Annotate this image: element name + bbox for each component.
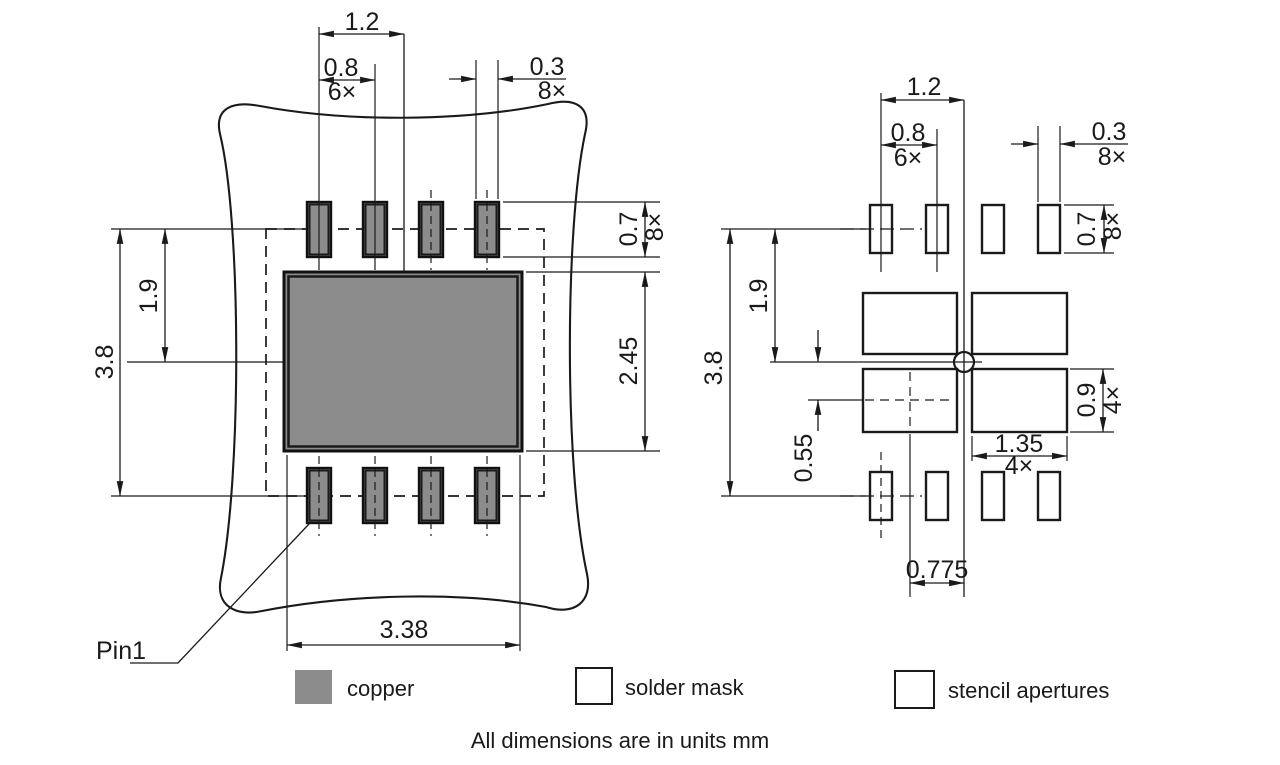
dim-qty-label: 4× <box>1005 452 1034 480</box>
dim-label: 1.9 <box>135 279 163 314</box>
dim-left-overall-height: 3.8 <box>91 228 305 497</box>
dim-qty-label: 8× <box>538 77 567 105</box>
dim-label: 0.7 <box>615 212 643 247</box>
legend: copper solder mask stencil apertures <box>295 667 1109 709</box>
stencil-apertures-top <box>840 203 1062 255</box>
stencil-aperture <box>980 470 1006 522</box>
dim-right-group-width: 1.2 <box>880 73 965 272</box>
stencil-aperture <box>861 291 959 356</box>
pin1-label: Pin1 <box>96 637 146 665</box>
dim-qty-label: 8× <box>1098 143 1127 171</box>
dim-label: 0.9 <box>1073 383 1101 418</box>
thermal-apertures <box>861 291 1069 434</box>
legend-item-copper: copper <box>295 670 414 704</box>
stencil-view: 1.2 0.8 6× 0.3 8× 0.7 8× <box>700 73 1128 597</box>
dim-left-group-width: 1.2 <box>318 8 405 270</box>
dim-label: 0.3 <box>530 53 565 81</box>
dim-label: 0.7 <box>1073 212 1101 247</box>
dim-qty-label: 8× <box>641 213 669 242</box>
dim-qty-label: 6× <box>328 78 357 106</box>
solder-mask-region <box>217 100 590 614</box>
dim-right-overall-height: 3.8 <box>700 228 866 497</box>
dim-label: 1.2 <box>345 8 380 36</box>
dim-left-copper-width: 3.38 <box>286 455 521 651</box>
dim-right-pitch: 0.8 6× <box>880 119 938 272</box>
dim-label: 2.45 <box>615 337 643 386</box>
dim-label: 3.38 <box>380 616 429 644</box>
dim-label: 1.9 <box>745 279 773 314</box>
dim-left-copper-height: 2.45 <box>526 271 660 452</box>
dim-label: 1.2 <box>907 73 942 101</box>
legend-label: copper <box>347 676 414 701</box>
stencil-aperture <box>1036 470 1062 522</box>
stencil-aperture <box>861 367 959 434</box>
dim-qty-label: 6× <box>894 144 923 172</box>
dim-left-pad-height: 0.7 8× <box>503 201 669 258</box>
dim-right-thermal-col-offset: 0.775 <box>906 434 969 597</box>
dim-left-pitch: 0.8 6× <box>318 54 376 270</box>
stencil-aperture <box>924 470 950 522</box>
stencil-aperture <box>1036 203 1062 255</box>
dim-label: 0.8 <box>891 119 926 147</box>
dim-right-aperture-height: 0.7 8× <box>1064 204 1127 254</box>
thermal-copper-pad <box>282 270 524 453</box>
stencil-aperture <box>980 203 1006 255</box>
dim-right-aperture-width: 0.3 8× <box>1011 118 1128 202</box>
legend-label: stencil apertures <box>948 678 1109 703</box>
dim-label: 3.8 <box>700 351 728 386</box>
legend-item-solder-mask: solder mask <box>575 667 745 705</box>
dim-label: 0.775 <box>906 556 969 584</box>
legend-label: solder mask <box>625 675 745 700</box>
dim-left-pad-width: 0.3 8× <box>449 53 566 199</box>
dim-qty-label: 8× <box>1099 212 1127 241</box>
dim-label: 1.35 <box>995 430 1044 458</box>
pin1-callout: Pin1 <box>96 523 310 665</box>
stencil-apertures-swatch <box>894 670 935 709</box>
units-note: All dimensions are in units mm <box>471 728 769 753</box>
dim-label: 0.3 <box>1092 118 1127 146</box>
center-mark <box>770 100 982 597</box>
copper-solder-mask-view: 1.2 0.8 6× 0.3 8× 3.8 1.9 <box>91 8 669 665</box>
stencil-aperture <box>970 291 1069 356</box>
dim-left-row-to-center: 1.9 <box>135 228 169 363</box>
solder-mask-swatch <box>575 667 613 705</box>
dim-label: 3.8 <box>91 345 119 380</box>
dim-right-thermal-aperture-width: 1.35 4× <box>971 430 1068 480</box>
dim-label: 0.55 <box>790 434 818 483</box>
dim-right-thermal-aperture-height: 0.9 4× <box>1070 368 1127 433</box>
dim-right-row-to-center: 1.9 <box>745 228 779 363</box>
copper-swatch <box>295 670 332 704</box>
dim-qty-label: 4× <box>1099 386 1127 415</box>
copper-pads-bottom <box>305 456 501 536</box>
dim-label: 0.8 <box>324 54 359 82</box>
dim-right-thermal-row-offset: 0.55 <box>790 330 862 482</box>
stencil-aperture <box>970 367 1069 434</box>
legend-item-stencil-apertures: stencil apertures <box>894 670 1109 709</box>
